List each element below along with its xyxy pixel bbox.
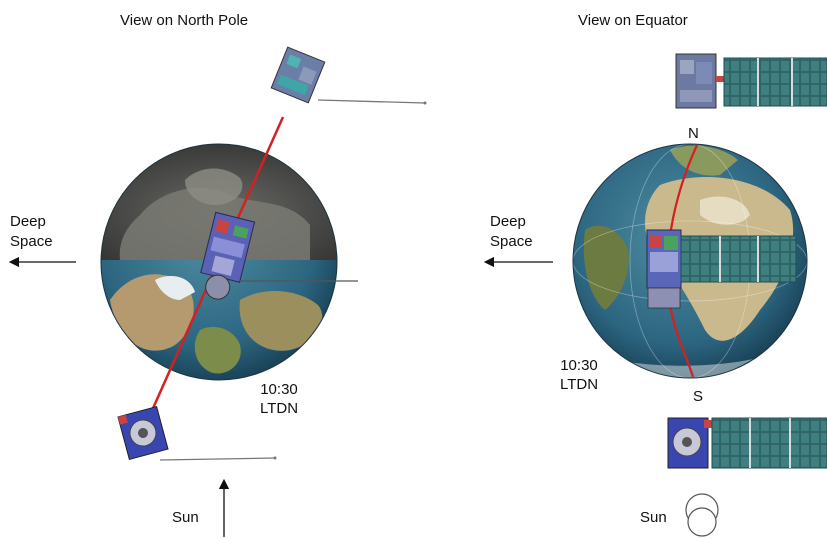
left-deep-space-label-line2: Space [10, 233, 53, 250]
sun-icon [685, 493, 719, 537]
right-panel-title: View on Equator [578, 12, 688, 29]
left-top-satellite [270, 46, 326, 104]
left-europe-landmass [194, 326, 241, 374]
left-bottom-satellite-boom [159, 457, 276, 461]
left-bottom-satellite [117, 405, 169, 461]
left-panel-title: View on North Pole [120, 12, 249, 29]
right-top-solar-array [723, 57, 827, 107]
right-center-solar-array [680, 235, 797, 283]
left-ltdn-time: 10:30 [260, 381, 298, 398]
right-ltdn-time: 10:30 [560, 357, 598, 374]
north-label: N [688, 125, 699, 142]
right-sun-label: Sun [640, 509, 667, 526]
left-deep-space-label-line1: Deep [10, 213, 46, 230]
right-top-satellite [675, 53, 827, 109]
left-sun-label: Sun [172, 509, 199, 526]
left-top-satellite-boom [317, 99, 426, 104]
south-label: S [693, 388, 704, 405]
right-deep-space-label-line1: Deep [490, 213, 526, 230]
right-bottom-solar-array [711, 417, 827, 469]
right-deep-space-label-line2: Space [490, 233, 533, 250]
left-ltdn-label: LTDN [259, 400, 299, 417]
right-bottom-satellite [667, 417, 827, 469]
right-ltdn-label: LTDN [559, 376, 599, 393]
right-south-america-landmass [583, 225, 629, 310]
left-america-landmass [239, 290, 323, 351]
left-center-satellite [200, 211, 256, 300]
right-center-satellite [646, 229, 797, 309]
